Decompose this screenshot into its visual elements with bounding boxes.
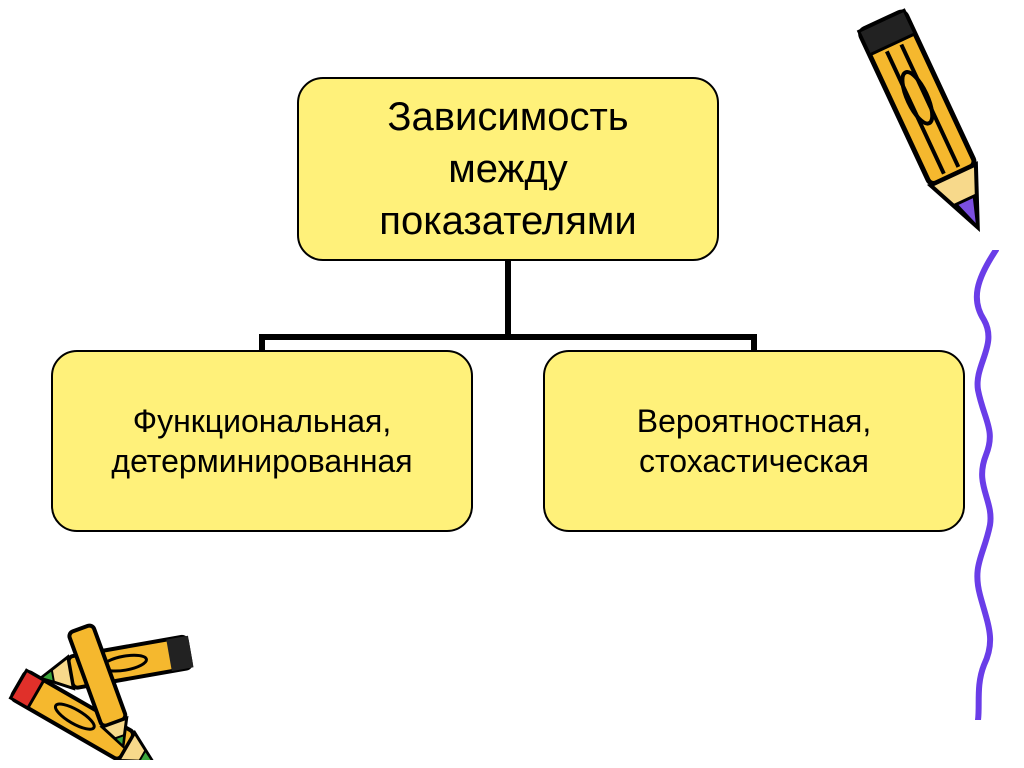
child-functional-line-1: Функциональная, — [132, 403, 392, 439]
root-line-2: между — [448, 147, 568, 191]
child-functional-line-2: детерминированная — [111, 443, 413, 479]
child-node-probabilistic: Вероятностная, стохастическая — [543, 350, 965, 532]
child-probabilistic-line-2: стохастическая — [639, 443, 869, 479]
root-node: Зависимость между показателями — [297, 77, 719, 261]
wavy-border-line — [973, 250, 999, 720]
pencil-icon — [856, 8, 980, 232]
root-line-1: Зависимость — [387, 95, 629, 139]
root-line-3: показателями — [379, 199, 637, 243]
child-node-functional: Функциональная, детерминированная — [51, 350, 473, 532]
crossed-pencils-icon — [8, 623, 194, 760]
child-probabilistic-line-1: Вероятностная, — [636, 403, 872, 439]
